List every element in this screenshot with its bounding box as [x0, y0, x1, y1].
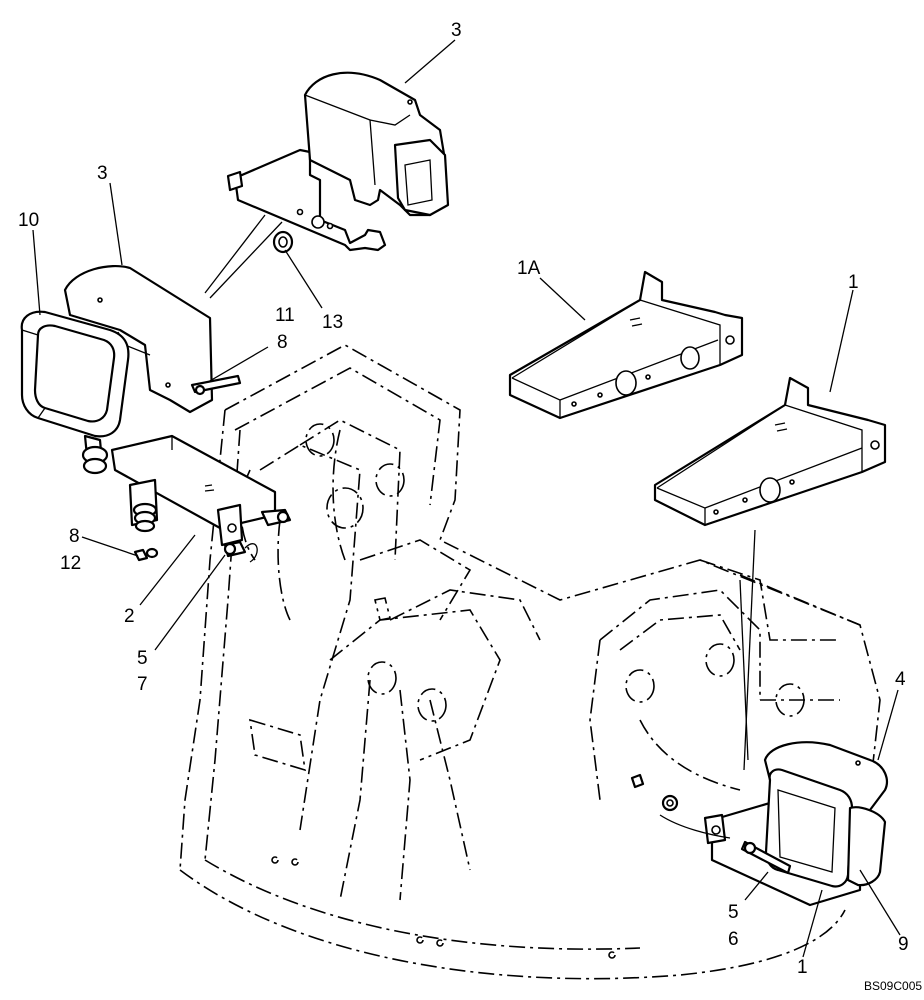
- leader-13: [284, 249, 323, 309]
- callout-5-right: 5: [728, 902, 739, 923]
- upper-work-light-assembly: [226, 71, 450, 252]
- callout-8-lower: 8: [69, 526, 80, 547]
- assembly-line: [209, 221, 283, 299]
- callout-3-left: 3: [97, 163, 108, 184]
- leader-2: [139, 534, 196, 606]
- washer-13: [272, 230, 294, 254]
- left-work-light-assembly: [20, 264, 214, 475]
- callout-8-upper: 8: [277, 332, 288, 353]
- bolt-upper: [190, 374, 242, 396]
- leader-4: [877, 689, 899, 761]
- figure-code: BS09C005: [864, 979, 922, 993]
- callout-5-left: 5: [137, 648, 148, 669]
- callout-13: 13: [322, 312, 343, 333]
- callout-12: 12: [60, 553, 81, 574]
- assembly-line: [743, 529, 756, 771]
- assembly-line: [204, 214, 266, 294]
- leader-3-left: [109, 182, 123, 266]
- lower-right-work-light-assembly: [630, 741, 888, 907]
- callout-1a: 1A: [517, 258, 541, 279]
- leader-10: [32, 229, 41, 316]
- callout-3-top: 3: [451, 20, 462, 41]
- machine-frame-phantom: [179, 344, 881, 980]
- leader-lines: [32, 39, 901, 958]
- bracket-1a: [508, 270, 744, 420]
- callout-4: 4: [895, 669, 906, 690]
- callout-10: 10: [18, 210, 39, 231]
- assembly-line: [739, 579, 749, 761]
- callout-7: 7: [137, 674, 148, 695]
- leader-1-upper: [829, 289, 854, 393]
- frame-holes: [271, 423, 805, 959]
- callout-2: 2: [124, 606, 135, 627]
- leader-1-bottom: [802, 889, 823, 958]
- leader-3-top: [404, 39, 456, 84]
- left-mount-bracket: [110, 434, 292, 563]
- leader-9: [859, 869, 901, 936]
- callouts: 3 3 10 11 8 13 1A 1 8 12 2 5 7 4 5 6 9 1: [18, 20, 909, 978]
- leader-8-12: [81, 536, 139, 557]
- callout-6: 6: [728, 929, 739, 950]
- callout-9: 9: [898, 934, 909, 955]
- callout-1-upper: 1: [848, 272, 859, 293]
- bracket-1-upper: [653, 376, 887, 527]
- leader-8-11: [207, 346, 269, 383]
- leader-5-6: [744, 871, 769, 901]
- callout-1-bottom: 1: [797, 957, 808, 978]
- leader-5-7: [154, 554, 226, 651]
- leader-1a: [539, 277, 586, 321]
- callout-11: 11: [275, 305, 295, 326]
